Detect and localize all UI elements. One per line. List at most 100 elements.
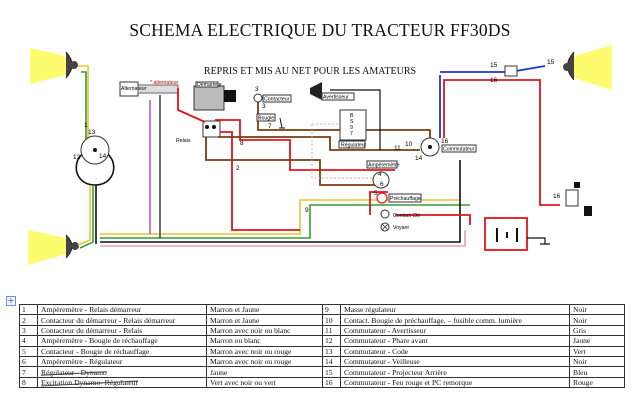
wire-color-text: Marron avec noir ou rouge xyxy=(210,346,292,356)
headlight-rear-left xyxy=(28,230,79,265)
wire-number-text: 11 xyxy=(325,325,333,335)
wire-number: 8 xyxy=(19,376,38,389)
wire-description: Contacteur du démarreur - Relais démarre… xyxy=(37,314,207,326)
wire-color: Vert xyxy=(569,345,625,357)
wire-description-text: Commutateur - Phare avant xyxy=(344,336,428,346)
wiring-diagram: 13 12 14 Alternateur * alternateur Démar… xyxy=(28,45,612,265)
wire-description: Ampèremètre - Relais démarreur xyxy=(37,303,207,316)
trailer-socket: 16 xyxy=(553,182,592,216)
horn: Avertisseur xyxy=(310,82,381,150)
label-4: 4 xyxy=(378,171,382,178)
label-14: 14 xyxy=(99,153,107,160)
wire-number: 9 xyxy=(322,303,341,316)
wire-description: Commutateur - Veilleuse xyxy=(340,355,570,368)
wire-color-text: Marron avec noir ou blanc xyxy=(210,325,291,335)
wire-number: 2 xyxy=(19,314,38,326)
label-13: 13 xyxy=(88,129,96,136)
wire-description-text: Masse régulateur xyxy=(344,305,397,315)
alternateur-label: Alternateur xyxy=(121,86,147,92)
wire-number: 13 xyxy=(322,345,341,357)
wire-number-text: 13 xyxy=(325,346,333,356)
demarreur-label: Démarreur xyxy=(197,82,222,88)
wire-description: Ampèremètre - Régulateur xyxy=(37,355,207,368)
label-1: 1 xyxy=(84,122,88,129)
wire-color-text: Marron et Jaune xyxy=(210,305,260,315)
wire-color: Jaune xyxy=(569,335,625,347)
ammeter: Ampèremètre 4 6 xyxy=(366,160,400,189)
wire-description-text: Contacteur - Bougie de réchauffage xyxy=(41,346,150,356)
wire-number-text: 1 xyxy=(22,305,26,315)
wire-color: Noir xyxy=(569,314,625,326)
wire-description: Régulateur - Dynamo xyxy=(37,366,207,378)
wire-color: Marron ou blanc xyxy=(206,335,323,347)
wire-color: Marron avec noir ou rouge xyxy=(206,345,323,357)
wire-number: 15 xyxy=(322,366,341,378)
regulator-terminal-b: B xyxy=(350,113,354,119)
wire-color: Vert avec noir ou vert xyxy=(206,376,323,389)
wire-number-text: 9 xyxy=(325,305,329,315)
wire-number: 3 xyxy=(19,324,38,337)
contact-cle-label: Contact Clé xyxy=(393,213,420,219)
voyant-label: Voyant xyxy=(393,225,409,231)
wire-description: Contact. Bougie de préchauffage. – fusib… xyxy=(340,314,570,326)
wire-description-text: Contacteur du démarreur - Relais xyxy=(41,325,143,335)
wire-description-text: Excitation Dynamo- Régulateur xyxy=(41,377,139,387)
wire-color: Marron et Jaune xyxy=(206,314,323,326)
legend-row: 8 Excitation Dynamo- Régulateur Vert avec … xyxy=(19,376,625,389)
wire-color-text: Jaune xyxy=(210,367,228,377)
switch-commutateur-right: Commutateur 10 11 14 16 xyxy=(394,137,477,162)
wire-color: Gris xyxy=(569,324,625,337)
table-expand-icon[interactable]: + xyxy=(6,296,16,306)
wire-number: 12 xyxy=(322,335,341,347)
wire-description-text: Ampèremètre - Bougie de réchauffage xyxy=(41,336,158,346)
label-9: 9 xyxy=(305,207,309,214)
wire-number-text: 2 xyxy=(22,315,26,325)
wire-description: Masse régulateur xyxy=(340,303,570,316)
rear-connector: 15 16 15 xyxy=(490,59,555,84)
label-12: 12 xyxy=(73,154,81,161)
amperemetre-label: Ampèremètre xyxy=(368,163,400,169)
wire-description: Commutateur - Projecteur Arrière xyxy=(340,366,570,378)
label-10: 10 xyxy=(405,141,413,148)
wire-number: 16 xyxy=(322,376,341,389)
glow-plug: Bougie xyxy=(256,113,285,129)
wire-description: Commutateur - Feu rouge et PC remorque xyxy=(340,376,570,389)
page-title: SCHEMA ELECTRIQUE DU TRACTEUR FF30DS xyxy=(129,20,511,40)
wire-description-text: Commutateur - Projecteur Arrière xyxy=(344,367,447,377)
label-14b: 14 xyxy=(415,155,423,162)
wire-description: Contacteur du démarreur - Relais xyxy=(37,324,207,337)
wire-number: 7 xyxy=(19,366,38,378)
label-8: 8 xyxy=(240,140,244,147)
label-2: 2 xyxy=(236,165,240,172)
wire-description: Commutateur - Phare avant xyxy=(340,335,570,347)
wire-color-text: Rouge xyxy=(573,377,593,387)
switch-commutateur-left: 13 12 14 xyxy=(73,129,110,165)
page-subtitle: REPRIS ET MIS AU NET POUR LES AMATEURS xyxy=(203,66,417,77)
wire-number: 1 xyxy=(19,303,38,316)
regulateur-label: Régulateur xyxy=(341,143,367,149)
wire-number: 11 xyxy=(322,324,341,337)
relais-label: Relais xyxy=(176,138,191,144)
label-5: 5 xyxy=(374,190,378,197)
label-15: 15 xyxy=(490,62,498,69)
starter: Démarreur xyxy=(193,81,236,111)
wire-number-text: 8 xyxy=(22,377,26,387)
relay: Relais xyxy=(176,120,221,144)
wire-color-text: Noir xyxy=(573,315,587,325)
label-16c: 16 xyxy=(553,193,561,200)
wire-color: Rouge xyxy=(569,376,625,389)
label-7: 7 xyxy=(268,123,272,130)
wire-number-text: 10 xyxy=(325,315,333,325)
prechauffage-label: Préchauffage xyxy=(390,196,421,202)
label-6: 6 xyxy=(380,181,384,188)
wire-description-text: Régulateur - Dynamo xyxy=(41,367,107,377)
wire-description-text: Commutateur - Avertisseur xyxy=(344,325,427,335)
regulator-terminal-9: 9 xyxy=(350,125,353,131)
avertisseur-label: Avertisseur xyxy=(323,95,349,101)
legend-row: 2 Contacteur du démarreur - Relais démarr… xyxy=(19,314,625,326)
